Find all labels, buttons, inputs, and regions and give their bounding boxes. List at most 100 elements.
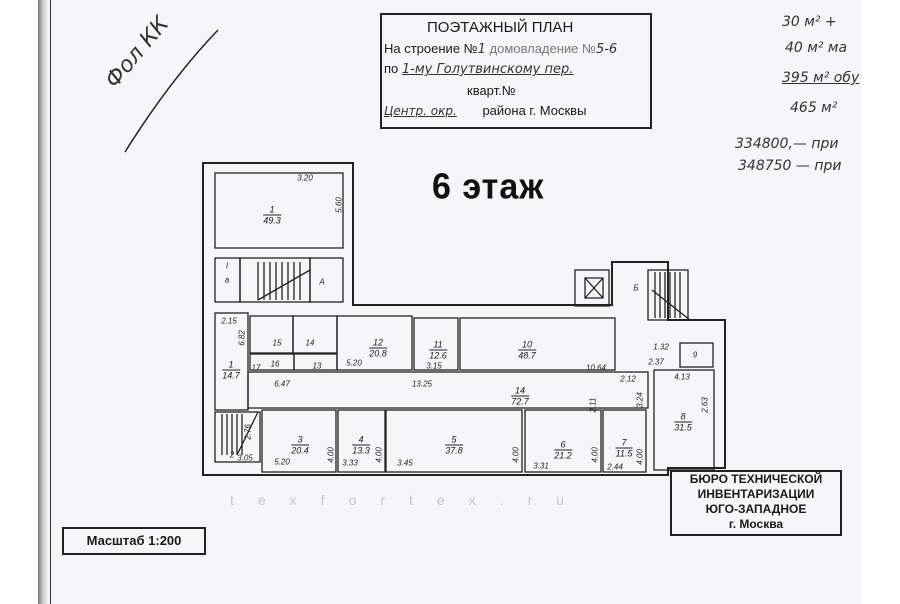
dimension-label: 2.63 [700,397,710,413]
watermark: texfortex.ru [230,492,589,508]
dimension-label: 5.60 [334,197,344,213]
scan-edge-shadow [38,0,48,604]
room-number-label: 14 [305,338,315,348]
stair-left-steps [257,262,311,301]
district-label: района г. Москвы [482,103,587,118]
note-line: 395 м² обу [782,70,860,86]
stamp-line-district: Центр. окр. района г. Москвы [384,103,586,118]
room-number: 4 [352,435,370,446]
room-number: 6 [554,440,572,451]
dimension-label: 3.05 [237,453,253,463]
stamp-line-street: по 1-му Голутвинскому пер. [384,61,573,77]
room-11 [413,317,459,371]
stair-bottom-steps [221,411,259,456]
dimension-label: 5.20 [274,457,290,467]
room-number: 11 [429,340,447,351]
room-number: 1 [263,205,281,216]
room-number-label: 15 [272,338,282,348]
room-number-label: 9 [692,350,698,360]
room-letter-label: А [319,277,325,287]
dimension-label: 2.44 [607,462,623,472]
dimension-label: 3.15 [426,361,442,371]
stair-bottom-left [214,411,261,463]
street-label: по [384,61,399,76]
dimension-label: 3.45 [397,458,413,468]
room-number: 7 [615,438,633,449]
room-4 [337,409,386,473]
dimension-label: 4.00 [374,447,384,463]
room-number: 10 [518,340,536,351]
room-area: 31.5 [674,422,692,433]
room-9 [679,342,714,368]
dimension-label: 4.00 [635,449,645,465]
room-letter-label: а [224,275,230,285]
room-number-label: 16 [270,359,280,369]
room-number: 14 [511,386,529,397]
dimension-label: 2.15 [221,316,237,326]
street-name: 1-му Голутвинскому пер. [401,62,574,77]
floor-title: 6 этаж [432,167,545,207]
quarter-label: кварт.№ [467,83,516,98]
page-border-line [50,0,51,604]
elevator-shaft [574,269,610,307]
note-line: 348750 — при [738,158,842,174]
signature-stroke [124,29,219,153]
room-area: 72.7 [511,396,529,407]
dimension-label: 3.33 [342,458,358,468]
room-5 [385,409,523,473]
room-area: 37.8 [445,445,463,456]
bti-line: ИНВЕНТАРИЗАЦИИ [697,487,815,501]
bti-line: БЮРО ТЕХНИЧЕСКОЙ [689,472,823,486]
room-area: 20.8 [369,348,387,359]
room-area: 12.6 [429,350,447,361]
wc-14 [292,315,338,354]
dimension-label: 4.13 [674,372,690,382]
dimension-label: 13.25 [411,379,433,389]
room-number: 8 [674,412,692,423]
dimension-label: 6.82 [237,330,247,346]
room-number-label: 17 [251,363,261,373]
note-line: 40 м² ма [785,40,848,56]
room-7 [602,409,647,473]
room-12 [336,315,413,371]
stamp-title: ПОЭТАЖНЫЙ ПЛАН [427,19,574,36]
room-area: 11.5 [615,448,633,459]
room-A [309,257,344,303]
dimension-label: 3.24 [635,392,645,408]
room-6 [524,409,602,473]
building-label: На строение № [384,41,478,56]
dimension-label: 4.00 [590,447,600,463]
note-line: 465 м² [790,100,838,116]
outer-wall [202,162,726,476]
district-name: Центр. окр. [384,104,457,118]
dimension-label: 6.47 [274,379,290,389]
dimension-label: 3.31 [533,461,549,471]
room-area: 21.2 [554,450,572,461]
room-number-label: 2 [229,450,235,460]
dimension-label: 2.37 [648,357,664,367]
room-area: 20.4 [291,445,309,456]
estate-label: домовладение № [489,41,596,56]
elevator-cross-icon [584,277,604,299]
dimension-label: 4.00 [511,447,521,463]
dimension-label: 2.76 [243,424,253,440]
stair-right-steps [651,272,691,321]
room-number: 5 [445,435,463,446]
scale-label: Масштаб 1:200 [62,527,206,555]
dimension-label: 10.64 [585,363,607,373]
vestibule-a [214,257,241,303]
wc-15 [249,315,294,354]
dimension-label: 3.20 [297,173,313,183]
note-line: 30 м² + [782,14,837,30]
